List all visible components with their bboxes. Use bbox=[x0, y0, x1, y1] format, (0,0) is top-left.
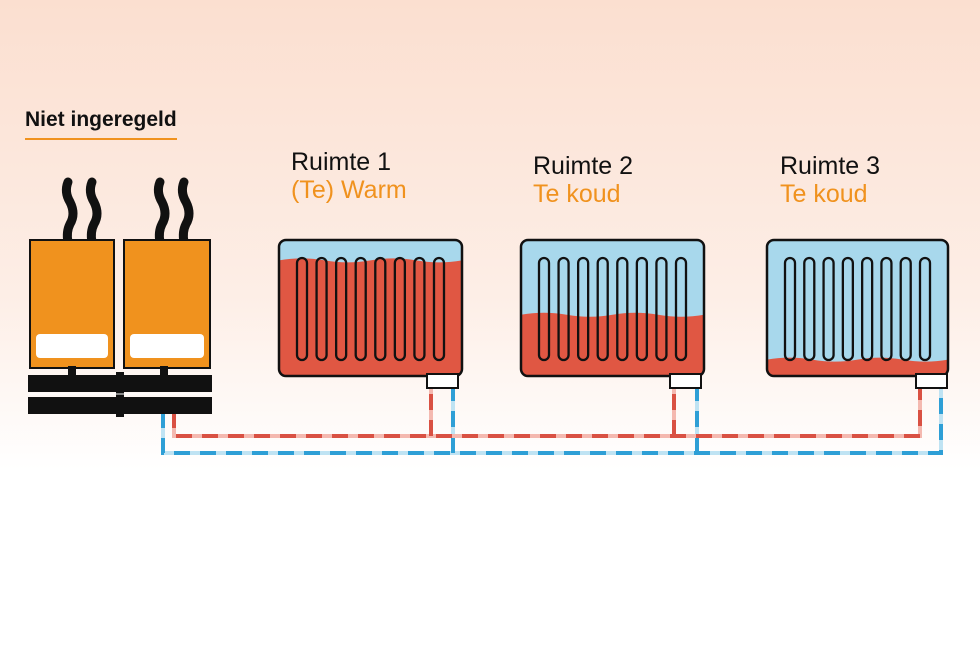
radiator-icon bbox=[277, 238, 464, 389]
room-1-title: Ruimte 1 bbox=[291, 148, 392, 176]
room-3-title: Ruimte 3 bbox=[780, 152, 881, 180]
flue-icon bbox=[153, 177, 194, 247]
radiator-icon bbox=[519, 238, 706, 389]
diagram-heading: Niet ingeregeld bbox=[25, 108, 177, 140]
boiler-group bbox=[28, 177, 212, 417]
room-1-status: (Te) Warm bbox=[291, 176, 407, 204]
return-pipe bbox=[161, 388, 943, 455]
boiler-icon bbox=[29, 239, 115, 369]
hot-water-level bbox=[767, 357, 948, 376]
manifold bbox=[28, 372, 212, 417]
hot-water-level bbox=[279, 258, 462, 376]
room-2-status: Te koud bbox=[533, 180, 621, 208]
radiator-icon bbox=[765, 238, 950, 389]
room-3-status: Te koud bbox=[780, 180, 868, 208]
boiler-icon bbox=[123, 239, 211, 369]
supply-pipe bbox=[172, 388, 922, 438]
flue-icon bbox=[61, 177, 102, 247]
room-2-title: Ruimte 2 bbox=[533, 152, 634, 180]
